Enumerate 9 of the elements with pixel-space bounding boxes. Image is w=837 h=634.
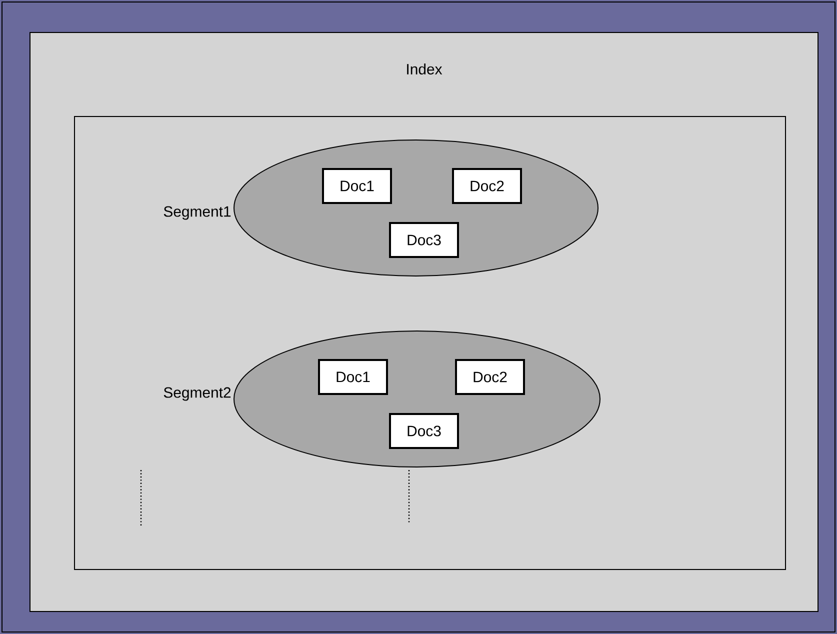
doc-box: Doc3	[389, 413, 459, 449]
segment-box	[74, 116, 786, 570]
segment-label: Segment2	[164, 387, 231, 401]
doc-box: Doc2	[455, 359, 525, 395]
doc-box: Doc1	[322, 168, 392, 204]
doc-box: Doc1	[318, 359, 388, 395]
doc-box: Doc2	[452, 168, 522, 204]
doc-box: Doc3	[389, 222, 459, 258]
segment-label: Segment1	[164, 206, 231, 220]
